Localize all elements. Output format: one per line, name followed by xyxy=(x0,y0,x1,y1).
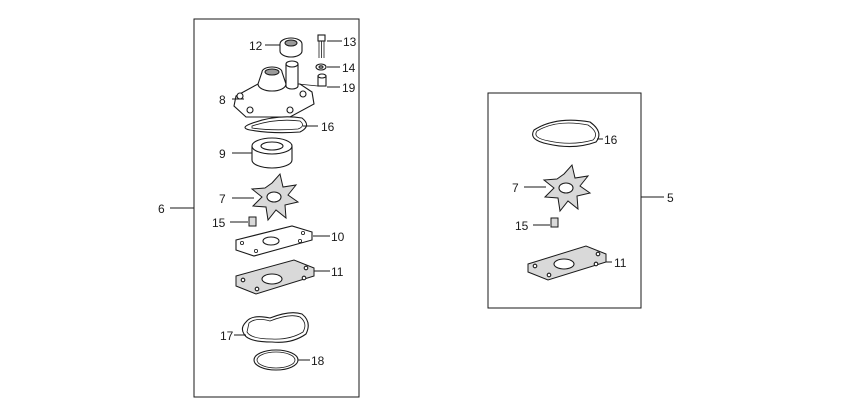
part-15-key-right xyxy=(550,217,559,228)
part-7-impeller-right xyxy=(542,163,592,213)
part-16-seal-ring-right xyxy=(532,119,600,148)
part-11-label-right: 11 xyxy=(614,256,627,270)
part-9-label: 9 xyxy=(219,147,226,161)
part-7-impeller xyxy=(250,172,300,222)
kit-6-label: 6 xyxy=(158,202,165,216)
part-15-key xyxy=(248,216,257,227)
part-15-label: 15 xyxy=(212,216,226,230)
part-13-bolt xyxy=(317,34,326,58)
part-8-label: 8 xyxy=(219,93,226,107)
part-12-grommet xyxy=(279,37,303,58)
kit-6-group: 6 12 13 14 19 xyxy=(158,18,360,398)
part-18-o-ring xyxy=(253,349,299,371)
part-9-impeller-liner xyxy=(251,137,293,169)
part-7-label: 7 xyxy=(219,192,226,206)
kit-5-group: 5 16 7 15 11 xyxy=(487,92,674,309)
kit-5-box xyxy=(487,92,642,309)
part-11-plate-right xyxy=(527,245,607,281)
part-16-label-right: 16 xyxy=(604,133,618,147)
part-19-collar xyxy=(317,73,327,87)
part-8-pump-housing xyxy=(233,60,319,118)
part-7-label-right: 7 xyxy=(512,181,519,195)
part-14-label: 14 xyxy=(342,61,356,75)
part-10-gasket xyxy=(235,225,313,257)
part-11-label: 11 xyxy=(331,265,344,279)
part-19-label: 19 xyxy=(342,81,356,95)
part-15-label-right: 15 xyxy=(515,219,529,233)
kit-5-label: 5 xyxy=(667,191,674,205)
part-13-label: 13 xyxy=(343,35,357,49)
part-17-label: 17 xyxy=(220,329,234,343)
part-16-label: 16 xyxy=(321,120,335,134)
part-11-plate xyxy=(235,259,315,295)
part-12-label: 12 xyxy=(249,39,263,53)
part-17-gasket-ring xyxy=(241,312,309,343)
part-18-label: 18 xyxy=(311,354,325,368)
part-16-seal-ring xyxy=(244,116,308,134)
part-14-washer xyxy=(315,63,327,71)
part-10-label: 10 xyxy=(331,230,345,244)
